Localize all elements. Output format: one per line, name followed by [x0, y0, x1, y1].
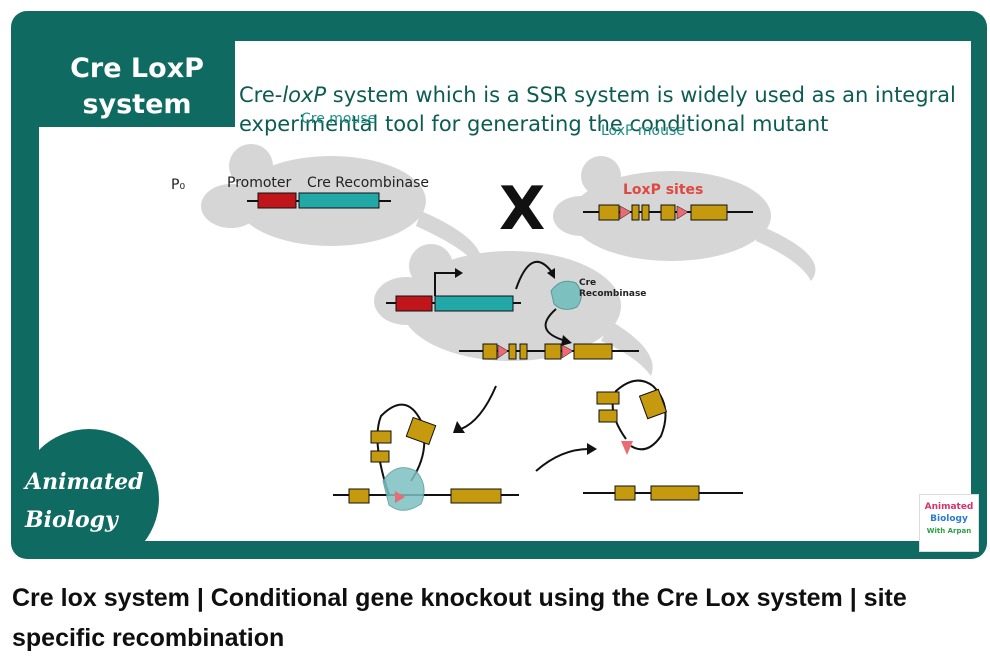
slide-badge: Cre LoxP system [39, 41, 235, 127]
channel-logo-circle [19, 429, 159, 559]
cre-mouse-label: Cre mouse [301, 111, 377, 127]
arrow-icon [515, 260, 555, 290]
promoter-label: Promoter [227, 175, 292, 191]
enzyme-label: Cre Recombinase [579, 278, 647, 299]
cre-construct [247, 192, 391, 209]
recombined-product [583, 485, 743, 501]
channel-logo-text: Animated Biology [25, 469, 144, 533]
excised-circle [596, 379, 668, 455]
watermark-line-2: Biology [930, 514, 968, 524]
generation-label: P₀ [171, 177, 186, 193]
cre-recombinase-label: Cre Recombinase [307, 175, 430, 191]
loxp-construct [583, 204, 753, 221]
heading-italic: loxP [282, 83, 327, 107]
heading-suffix: system which is a SSR system is widely u… [239, 83, 956, 136]
watermark-line-1: Animated [924, 502, 974, 512]
target-construct [459, 343, 639, 360]
recombination-loop [333, 403, 519, 511]
arrow-icon [544, 308, 572, 346]
video-title-link[interactable]: Cre lox system | Conditional gene knocko… [12, 584, 907, 652]
cross-symbol: X [499, 174, 546, 244]
mouse-silhouette-icon [553, 156, 816, 281]
arrow-icon [535, 443, 597, 472]
offspring-construct [386, 268, 521, 312]
channel-watermark-logo: Animated Biology With Arpan [919, 494, 979, 552]
heading-prefix: Cre- [239, 83, 283, 107]
loxp-sites-label: LoxP sites [623, 182, 704, 198]
cre-enzyme-icon [550, 280, 582, 310]
watermark-line-3: With Arpan [926, 527, 972, 535]
slide-canvas: Cre LoxP system Cre-loxP system which is… [39, 41, 971, 541]
loxp-mouse-label: LoxP mouse [601, 123, 685, 139]
cre-lox-diagram [201, 144, 816, 511]
slide-heading: Cre-loxP system which is a SSR system is… [239, 81, 987, 139]
arrow-icon [453, 385, 497, 433]
video-thumbnail[interactable]: Cre LoxP system Cre-loxP system which is… [11, 11, 987, 559]
